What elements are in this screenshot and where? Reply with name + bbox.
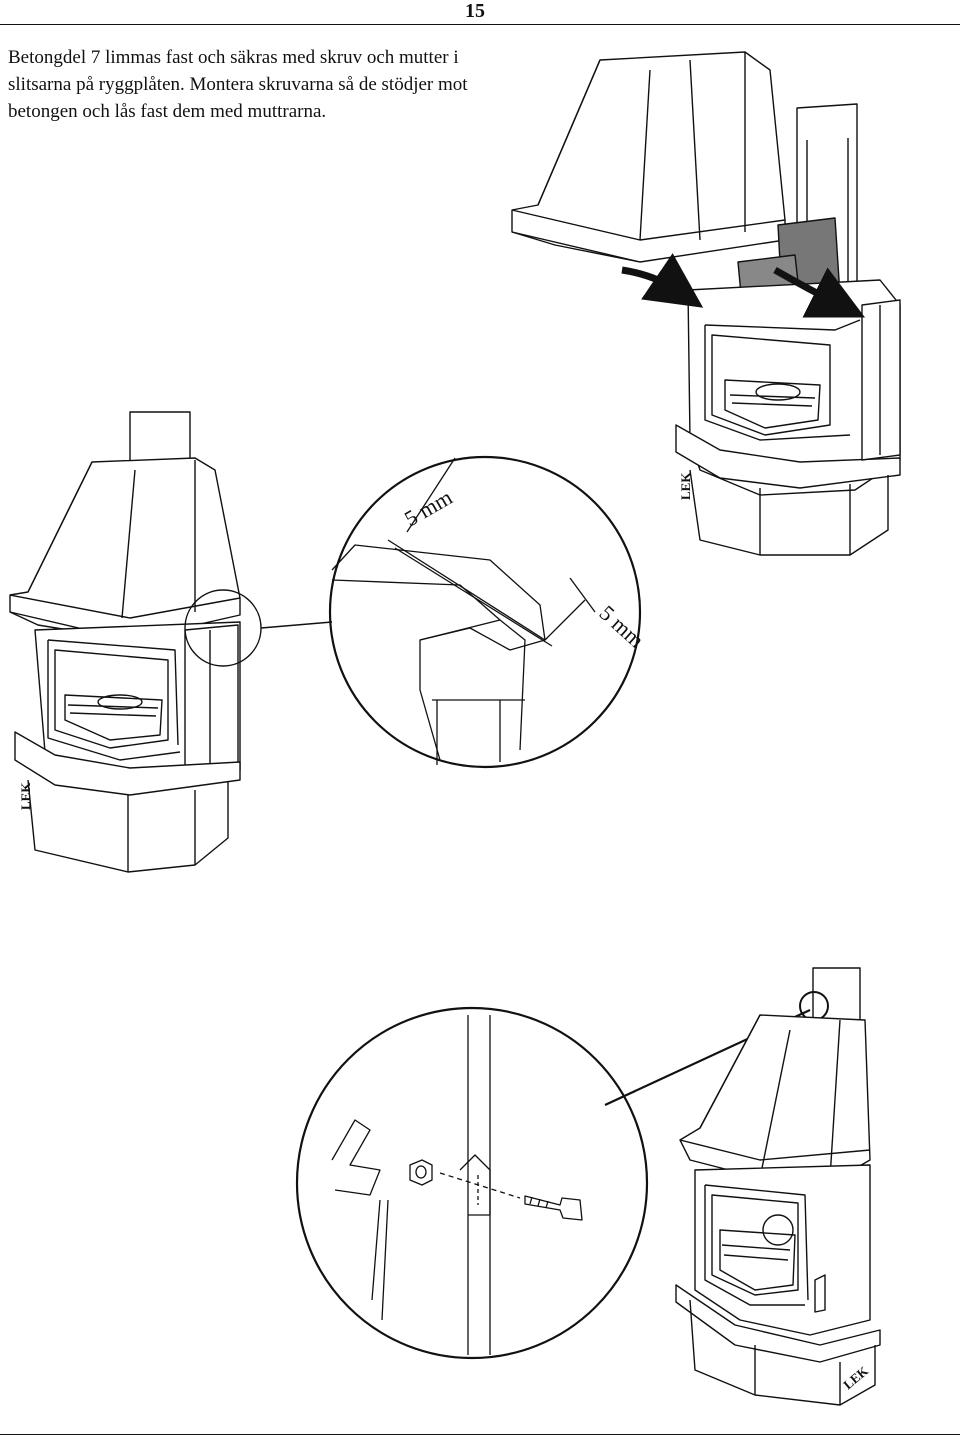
fireplace-left-figure: LEK	[9, 411, 333, 873]
gap-label-top: 5 mm	[400, 484, 456, 531]
fireplace-bottom-right-figure: LEK	[675, 967, 881, 1406]
fireplace-top-right-figure: LEK	[511, 51, 901, 556]
detail-gap-view: 5 mm 5 mm	[328, 455, 649, 769]
instruction-text: Betongdel 7 limmas fast och säkras med s…	[8, 47, 468, 122]
brand-label-left: LEK	[18, 782, 33, 810]
page-number: 15	[465, 0, 485, 22]
brand-label-bottom-right: LEK	[840, 1363, 871, 1393]
footer-rule	[0, 1434, 960, 1435]
header-rule	[0, 24, 960, 25]
brand-label-top-right: LEK	[678, 472, 693, 500]
